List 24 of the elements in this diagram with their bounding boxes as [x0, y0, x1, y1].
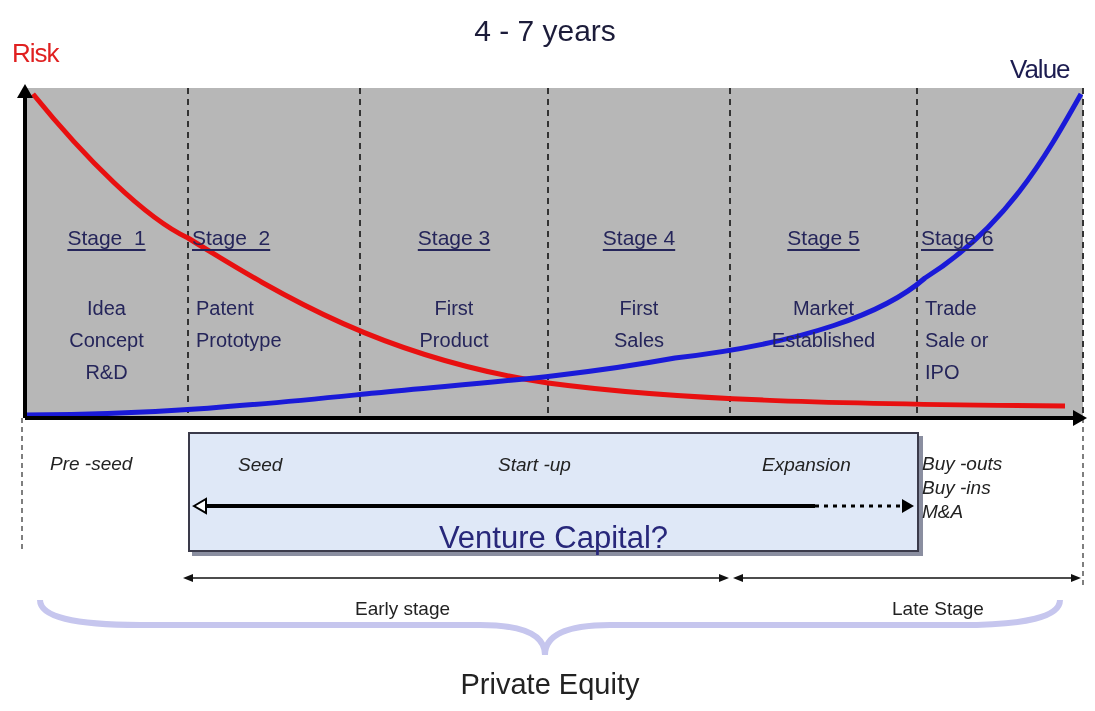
stage-description: Patent Prototype — [196, 296, 283, 353]
stage-heading: Stage 3 — [417, 226, 491, 249]
stage-description: First Sales — [613, 296, 665, 353]
phase-label: Buy -outs Buy -ins M&A — [922, 452, 1004, 524]
dimension-label: Early stage — [355, 598, 451, 620]
title: 4 - 7 years — [473, 14, 617, 48]
phase-label: Expansion — [762, 454, 851, 476]
stage-heading: Stage 5 — [787, 226, 860, 249]
axis-label: Risk — [12, 38, 59, 69]
phase-label: Start -up — [498, 454, 571, 476]
stage-heading: Stage 2 — [192, 226, 271, 249]
stage-heading: Stage 1 — [67, 226, 146, 249]
box-title: Venture Capital? — [437, 520, 670, 556]
stage-heading: Stage 4 — [602, 226, 676, 249]
phase-label: Pre -seed — [50, 452, 134, 476]
stage-heading: Stage 6 — [921, 226, 994, 249]
stage-description: Market Established — [770, 296, 877, 353]
stage-description: First Product — [418, 296, 490, 353]
brace-label: Private Equity — [459, 668, 641, 701]
stage-description: Idea Concept R&D — [68, 296, 145, 385]
phase-label: Seed — [238, 454, 283, 476]
dimension-label: Late Stage — [892, 598, 984, 620]
stage-description: Trade Sale or IPO — [925, 296, 990, 385]
axis-label: Value — [1010, 54, 1070, 85]
